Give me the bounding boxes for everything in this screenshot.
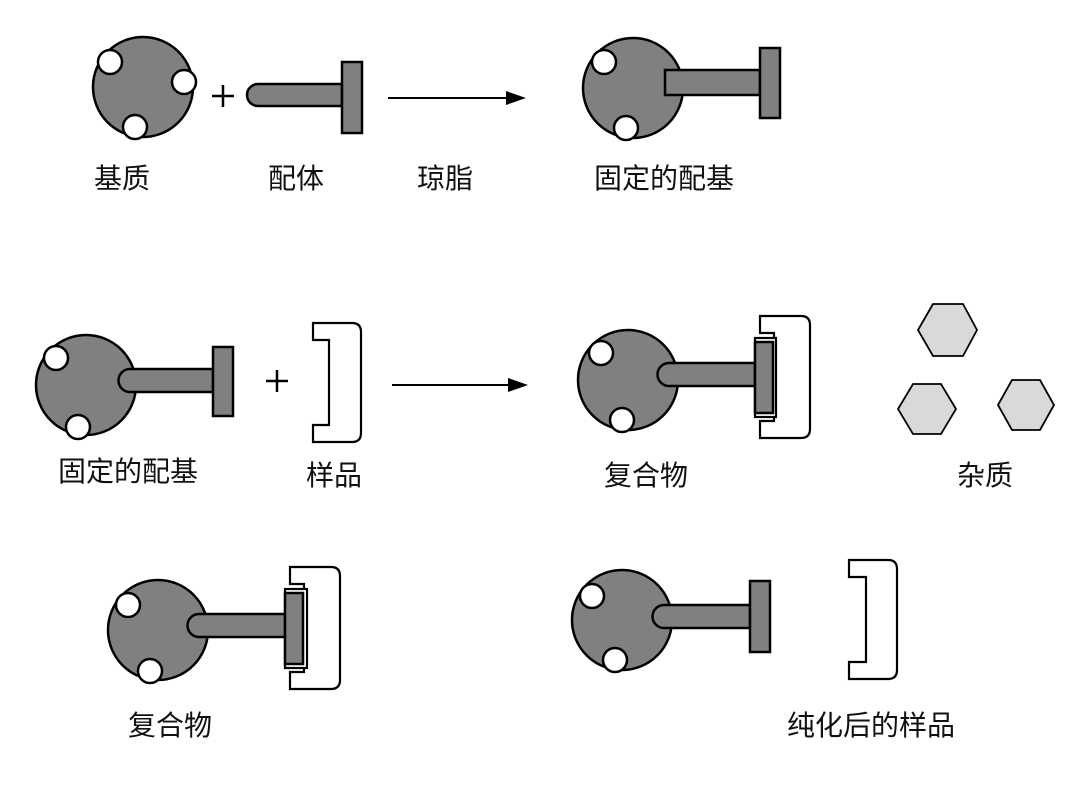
label-impurities: 杂质	[957, 459, 1014, 492]
arrow-row1	[388, 91, 526, 105]
label-fixed-ligand-row2: 固定的配基	[58, 455, 199, 488]
label-matrix: 基质	[94, 162, 151, 195]
label-ligand: 配体	[268, 162, 325, 195]
arrow-row2	[392, 378, 528, 392]
ligand	[245, 60, 364, 135]
label-agarose: 琼脂	[417, 162, 474, 195]
label-complex-row3: 复合物	[128, 709, 213, 742]
complex-row2	[576, 314, 812, 440]
plus-sign-row1	[212, 85, 234, 107]
label-complex-row2: 复合物	[604, 459, 689, 492]
label-fixed-ligand-row1: 固定的配基	[594, 162, 735, 195]
matrix-bead	[91, 35, 198, 141]
fixed-ligand-bead-row1	[581, 36, 782, 142]
plus-sign-row2	[266, 370, 288, 392]
complex-row3	[106, 565, 342, 691]
impurity-hexagons	[896, 303, 1056, 435]
fixed-ligand-bead-row3	[570, 568, 772, 674]
purified-sample-bracket	[847, 558, 899, 681]
label-sample: 样品	[306, 459, 363, 492]
label-purified-sample: 纯化后的样品	[787, 709, 956, 742]
fixed-ligand-bead-row2	[34, 333, 235, 441]
sample-bracket	[311, 321, 363, 444]
